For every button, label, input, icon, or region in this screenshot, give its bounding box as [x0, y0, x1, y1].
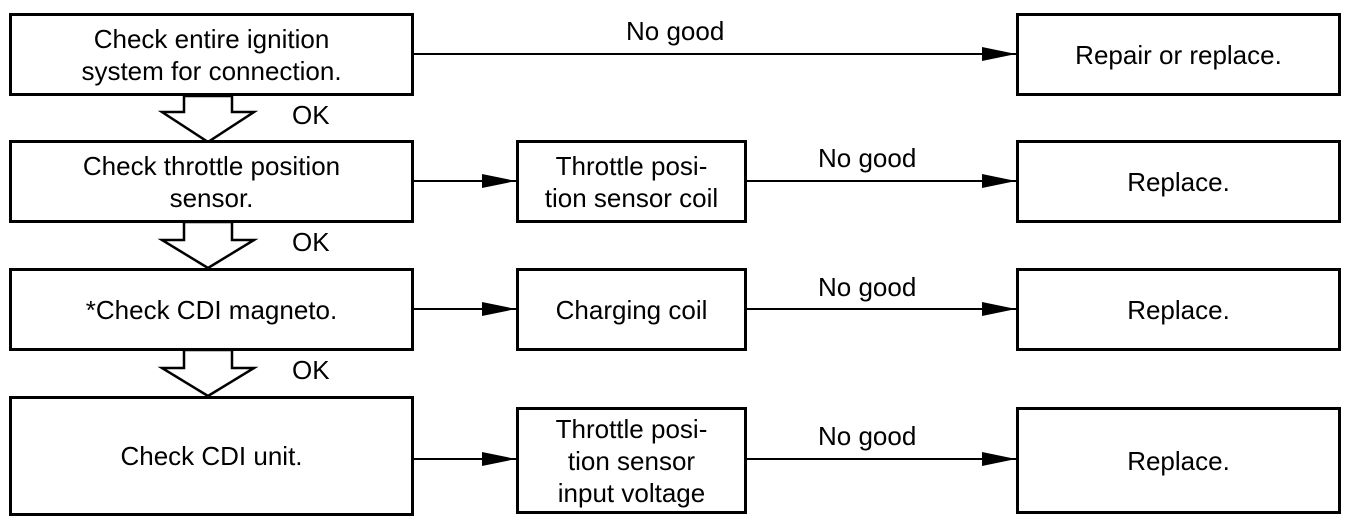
- no-good-label-2: No good: [818, 143, 917, 173]
- no-good-label-4: No good: [818, 421, 917, 451]
- item-box-1: Throttle posi- tion sensor coil: [516, 140, 747, 223]
- no-good-label-3: No good: [818, 272, 917, 302]
- item-box-3: Throttle posi- tion sensor input voltage: [516, 407, 747, 514]
- action-box-1: Repair or replace.: [1016, 13, 1341, 96]
- ok-down-arrow-1: [157, 94, 259, 144]
- step-box-1: Check entire ignition system for connect…: [9, 13, 414, 96]
- step-box-2: Check throttle position sensor.: [9, 140, 414, 223]
- ok-label-3: OK: [292, 355, 330, 385]
- item-box-2: Charging coil: [516, 268, 747, 351]
- ok-label-2: OK: [292, 227, 330, 257]
- no-good-label-1: No good: [626, 16, 725, 46]
- action-box-4: Replace.: [1016, 407, 1341, 514]
- ok-label-1: OK: [292, 100, 330, 130]
- ok-down-arrow-2: [157, 220, 259, 270]
- step-box-3: *Check CDI magneto.: [9, 268, 414, 351]
- ok-down-arrow-3: [157, 348, 259, 398]
- action-box-3: Replace.: [1016, 268, 1341, 351]
- step-box-4: Check CDI unit.: [9, 396, 414, 516]
- action-box-2: Replace.: [1016, 140, 1341, 223]
